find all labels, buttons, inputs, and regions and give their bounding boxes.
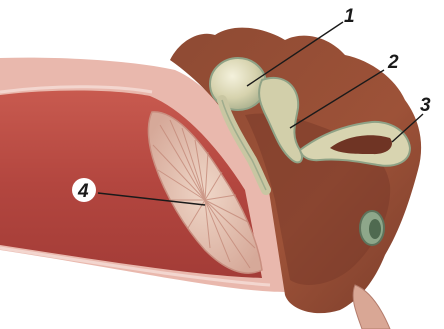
callout-label-3: 3	[420, 95, 431, 116]
round-window-inner	[369, 219, 381, 239]
callout-label-1: 1	[344, 6, 355, 27]
eustachian-tube	[353, 285, 390, 329]
callout-label-4: 4	[77, 181, 89, 202]
callout-label-2: 2	[387, 52, 399, 73]
